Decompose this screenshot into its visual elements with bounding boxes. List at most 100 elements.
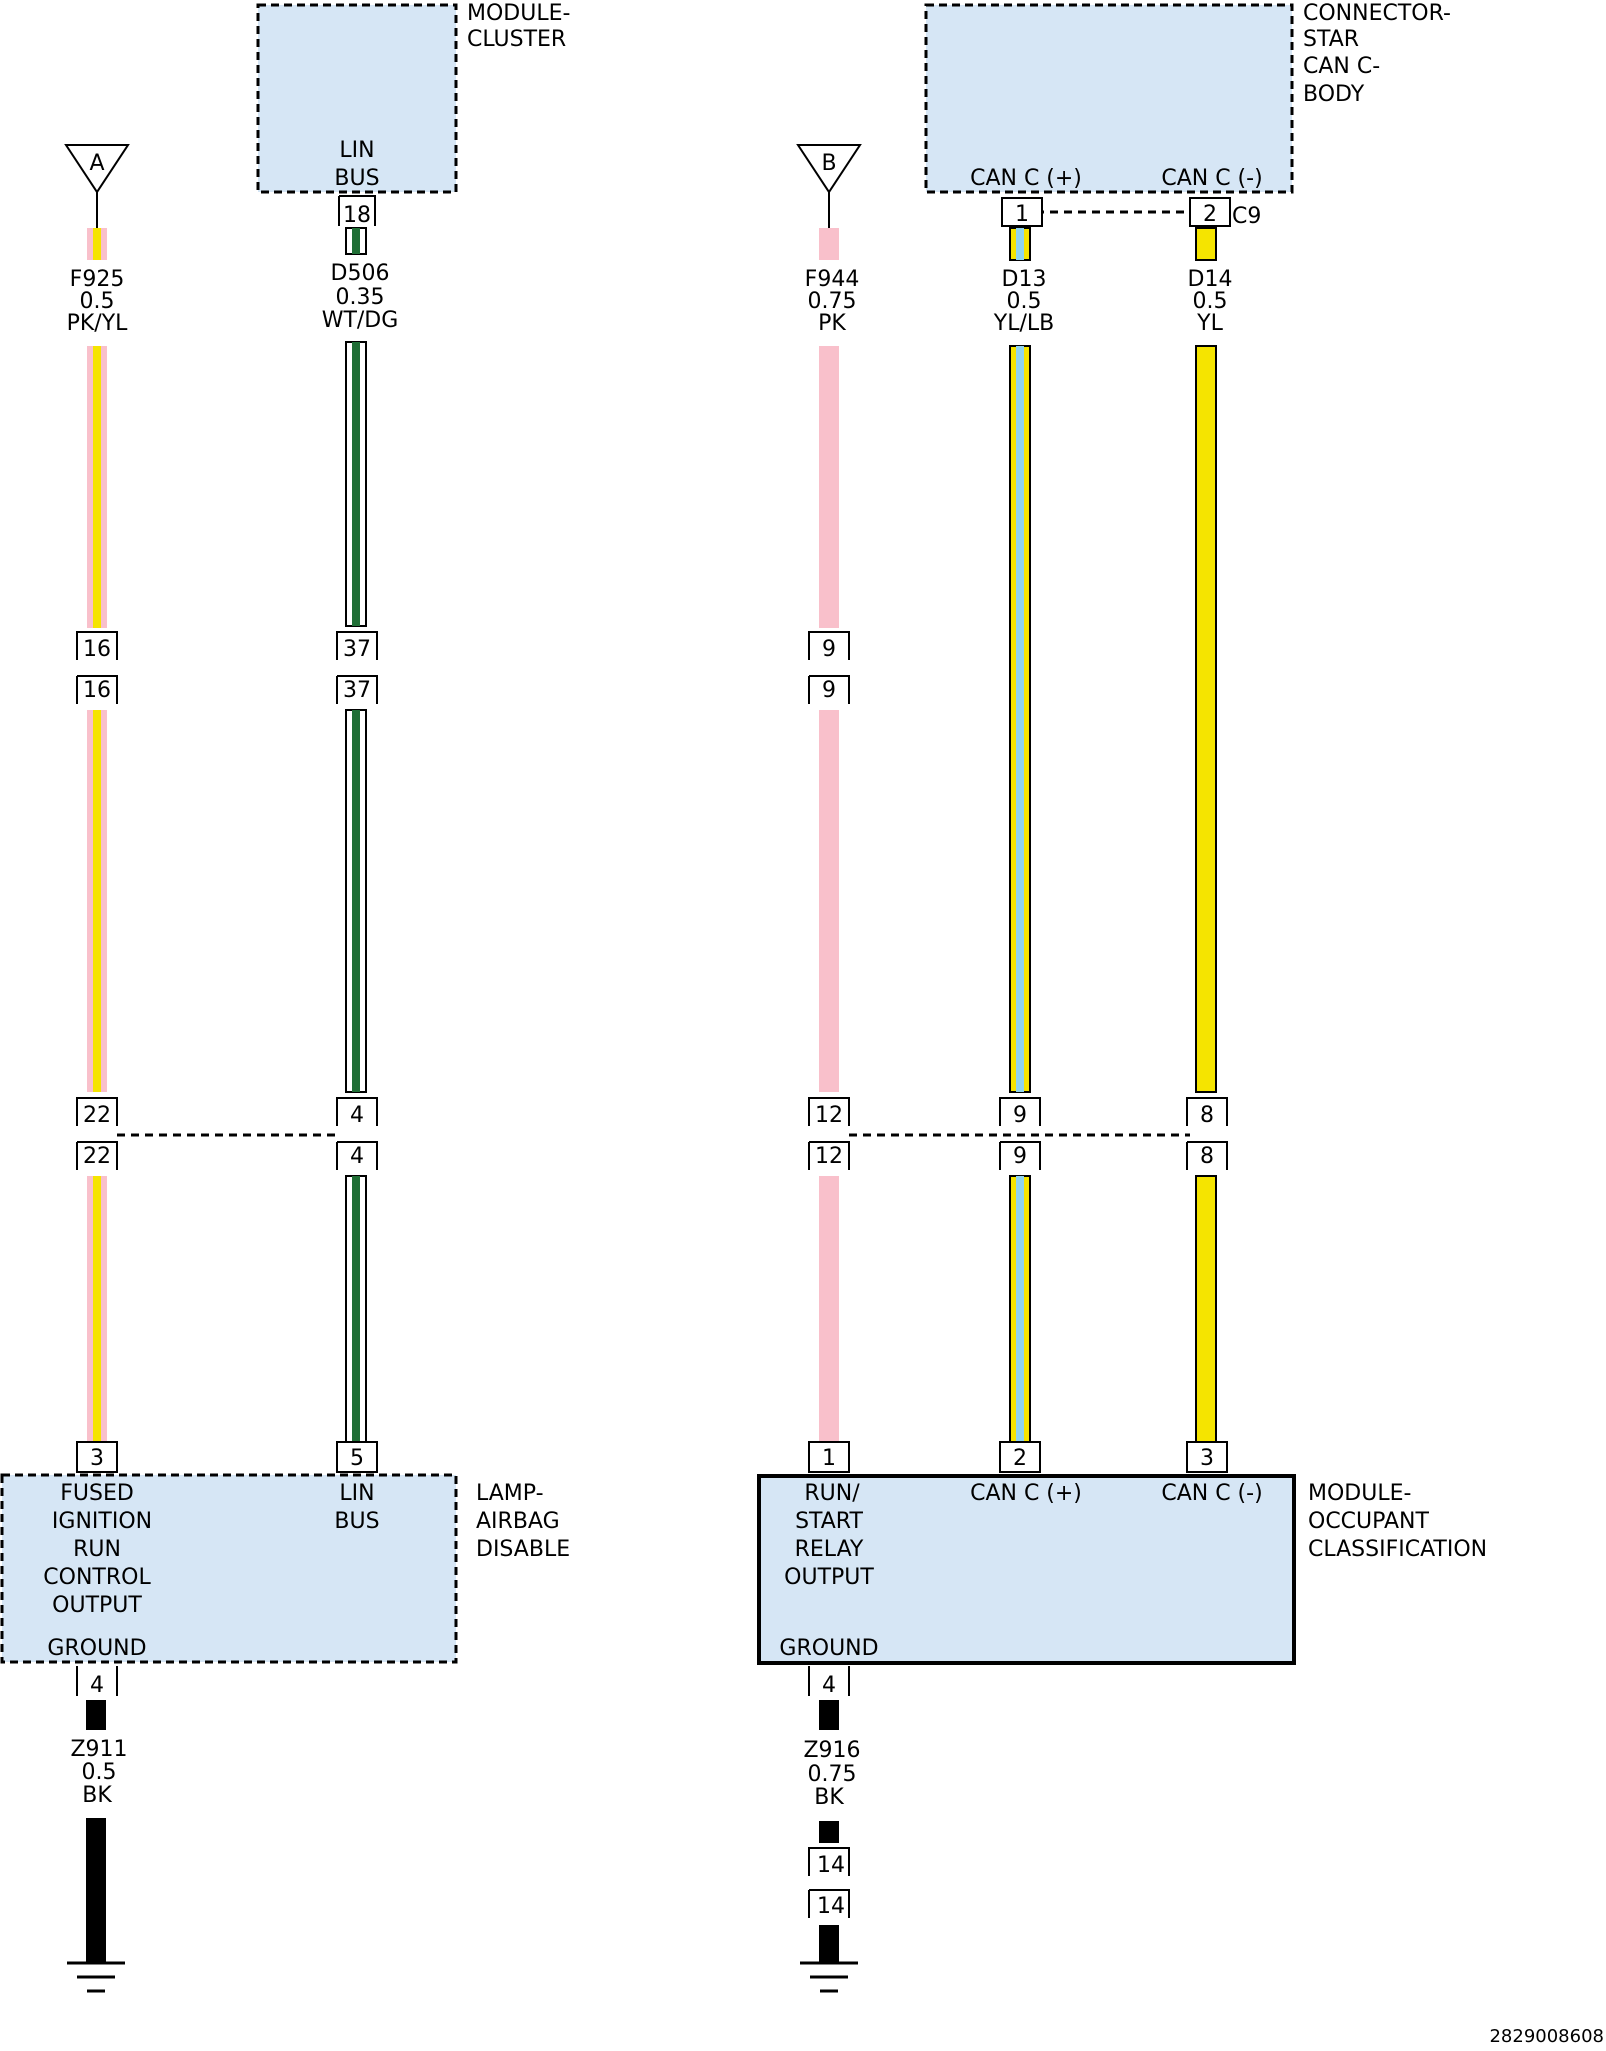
pin-d14-lower-a-number: 8 <box>1200 1103 1214 1128</box>
wire-d506-stripe-1 <box>352 342 360 626</box>
pin-f944-upper-a-number: 9 <box>822 637 836 662</box>
connector-star-name-line4: BODY <box>1303 82 1365 107</box>
wire-d13-stripe-top <box>1016 228 1024 260</box>
connector-star: CAN C (+) CAN C (-) CONNECTOR- STAR CAN … <box>924 1 1451 229</box>
lamp-name-line2: AIRBAG <box>476 1509 560 1534</box>
pin-f944-lower-a <box>808 1097 850 1126</box>
pin-f925-upper-a-number: 16 <box>83 637 111 662</box>
pin-f925-bottom-number: 3 <box>90 1446 104 1471</box>
pin-f944-upper-b <box>808 675 850 704</box>
lamp-pin3-label-line2: IGNITION <box>52 1509 152 1534</box>
wire-d14-color: YL <box>1196 311 1223 336</box>
wire-f944-segment-1 <box>819 346 839 628</box>
pin-d14-lower-b <box>1186 1141 1228 1170</box>
wire-f944-color: PK <box>818 311 846 336</box>
offpage-marker-b-letter: B <box>821 151 836 176</box>
wire-z916-color: BK <box>814 1785 844 1810</box>
pin-f925-lower-b <box>76 1141 118 1170</box>
wire-f925-stripe-1 <box>93 346 101 628</box>
wire-f944-gauge: 0.75 <box>808 289 857 314</box>
wire-z911-circuit: Z911 <box>70 1737 127 1762</box>
pin-d506-top-number: 18 <box>343 203 371 228</box>
pin-d14-lower-a <box>1186 1097 1228 1126</box>
inline-connector-lower: 22 22 4 4 12 12 9 9 8 8 <box>76 1097 1228 1170</box>
pin-d14-bottom-number: 3 <box>1200 1446 1214 1471</box>
pin-d506-top: 18 <box>338 195 376 228</box>
module-occupant-box <box>757 1474 1296 1665</box>
pin-f944-lower-b-number: 12 <box>815 1144 843 1169</box>
module-cluster-bus-label: BUS <box>334 166 379 191</box>
wire-d13-stripe-3 <box>1016 1176 1024 1442</box>
pin-d506-lower-b <box>336 1141 378 1170</box>
pin-d14-top-box <box>1189 197 1231 227</box>
connector-star-name-line3: CAN C- <box>1303 54 1380 79</box>
occupant-pin1-label-line2: START <box>795 1509 863 1534</box>
wire-f925-stripe-top <box>93 228 101 260</box>
wire-z911-segment-bottom <box>86 1818 106 1963</box>
wire-f925-gauge: 0.5 <box>80 289 115 314</box>
pin-f944-bottom-box <box>808 1441 850 1473</box>
wire-z911-gauge: 0.5 <box>82 1760 117 1785</box>
lamp-name-line3: DISABLE <box>476 1537 570 1562</box>
offpage-marker-a-triangle <box>64 144 130 194</box>
wire-f925-stripe-3 <box>93 1176 101 1442</box>
connector-star-pin-can-minus-label: CAN C (-) <box>1161 166 1262 191</box>
module-cluster-lin-label: LIN <box>339 138 374 163</box>
lamp-ground-label: GROUND <box>47 1636 146 1661</box>
ground-z911: 4 Z911 0.5 BK <box>67 1666 128 1993</box>
pin-d13-lower-b-number: 9 <box>1013 1144 1027 1169</box>
wire-d506-stripe-top <box>352 228 360 254</box>
pin-z916-inline-a-number: 14 <box>817 1853 845 1878</box>
wire-d506: D506 0.35 WT/DG <box>322 227 398 1443</box>
wire-z916-circuit: Z916 <box>803 1738 860 1763</box>
module-cluster-box <box>256 3 458 194</box>
lamp-pin3-label-line4: CONTROL <box>43 1565 151 1590</box>
pin-z911-bracket <box>76 1666 118 1696</box>
wire-d506-gauge: 0.35 <box>336 285 385 310</box>
pin-f925-bottom-box <box>76 1441 118 1473</box>
wire-z911-segment-top <box>86 1700 106 1730</box>
pin-d506-bottom-number: 5 <box>350 1446 364 1471</box>
lamp-name-line1: LAMP- <box>476 1481 544 1506</box>
occupant-ground-label: GROUND <box>779 1636 878 1661</box>
wire-z916-segment-mid <box>819 1821 839 1843</box>
pin-z916-number: 4 <box>822 1673 836 1698</box>
module-occupant-classification: RUN/ START RELAY OUTPUT CAN C (+) CAN C … <box>757 1474 1487 1665</box>
pin-d14-bottom-box <box>1186 1441 1228 1473</box>
pin-d14-top: 2 <box>1189 197 1231 227</box>
wire-f925-circuit: F925 <box>70 267 125 292</box>
pin-d13-top: 1 <box>1001 197 1043 227</box>
ground-z916: 4 Z916 0.75 BK 14 14 <box>800 1666 861 1993</box>
wire-d13-color: YL/LB <box>993 311 1054 336</box>
wire-d13: D13 0.5 YL/LB <box>993 227 1054 1443</box>
pin-d506-upper-a-number: 37 <box>343 637 371 662</box>
connector-star-name-line2: STAR <box>1303 27 1359 52</box>
lamp-pin3-label-line1: FUSED <box>60 1481 134 1506</box>
occupant-name-line2: OCCUPANT <box>1308 1509 1430 1534</box>
lamp-pin5-label-line2: BUS <box>334 1509 379 1534</box>
pin-f925-lower-a <box>76 1097 118 1126</box>
pin-d506-top-bracket <box>338 195 376 226</box>
wire-d506-circuit: D506 <box>331 261 390 286</box>
bottom-pins: 3 5 1 2 3 <box>76 1441 1228 1473</box>
wire-d13-circuit: D13 <box>1002 267 1047 292</box>
wire-d13-gauge: 0.5 <box>1007 289 1042 314</box>
wire-d13-stripe-1 <box>1016 346 1024 1092</box>
pin-d506-upper-b <box>336 675 378 704</box>
ground-z916-symbol <box>800 1961 858 1993</box>
pin-f944-bottom-number: 1 <box>822 1446 836 1471</box>
wire-f944: F944 0.75 PK <box>805 228 859 1442</box>
module-cluster-name-line1: MODULE- <box>467 1 570 26</box>
wire-d14: D14 0.5 YL <box>1188 227 1232 1443</box>
wire-f925-color: PK/YL <box>67 311 129 336</box>
lamp-pin3-label-line5: OUTPUT <box>52 1593 142 1618</box>
wire-d506-stripe-3 <box>352 1176 360 1442</box>
module-cluster-name-line2: CLUSTER <box>467 27 566 52</box>
pin-z916-inline-a <box>808 1847 850 1876</box>
pin-f925-upper-b-number: 16 <box>83 678 111 703</box>
lamp-pin5-label-line1: LIN <box>339 1481 374 1506</box>
occupant-pin1-label-line4: OUTPUT <box>784 1565 874 1590</box>
pin-f925-lower-a-number: 22 <box>83 1103 111 1128</box>
wire-d14-gauge: 0.5 <box>1193 289 1228 314</box>
